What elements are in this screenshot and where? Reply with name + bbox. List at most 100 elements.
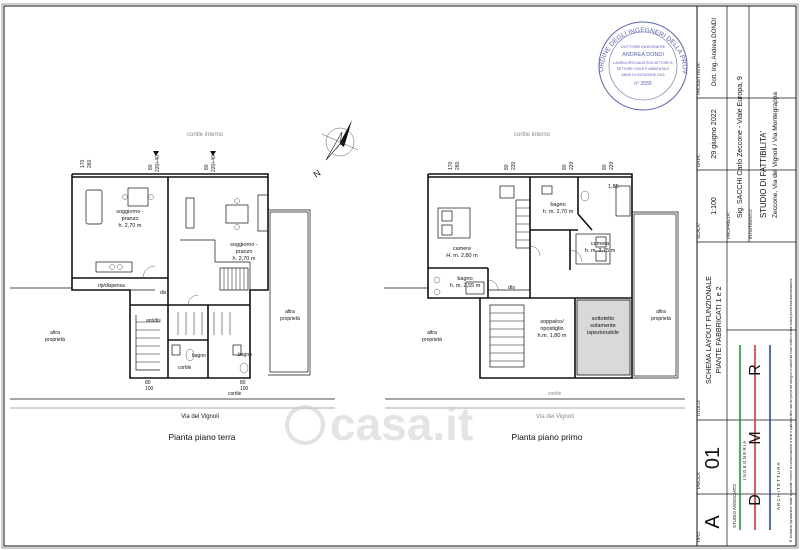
- ff-dim-c: 80: [504, 164, 510, 170]
- ff-cortile-b: cortile: [548, 391, 562, 397]
- logo-side: STUDIO ASSOCIATO: [732, 484, 737, 528]
- sheet-frame: [3, 5, 797, 547]
- gf-bagno2-label: bagno: [238, 352, 252, 358]
- ff-dim-d: 220: [511, 161, 517, 170]
- gf-dim-f: 220+40: [211, 155, 217, 172]
- ff-cortile-interno-label: cortile interno: [514, 132, 551, 138]
- ff-sottotetto-area: [576, 299, 631, 376]
- tb-progettista-value: Dott. Ing. Andrea DONDI: [711, 18, 718, 86]
- logo-top: I N G E G N E R I A: [742, 441, 747, 480]
- gf-living2-height: h. 2,70 m: [233, 256, 256, 262]
- north-arrow-icon: N: [311, 120, 359, 180]
- gf-dim-i: 80: [240, 380, 246, 386]
- gf-cortile-b1: cortile: [178, 365, 192, 371]
- ff-street: Via dei Vignoli: [536, 414, 574, 420]
- tb-tavola-value: 01: [702, 447, 724, 469]
- ff-sottotetto-2: solamente: [590, 323, 615, 329]
- gf-altra-right-2: proprietà: [280, 316, 300, 322]
- tb-intervento-label: INTERVENTO:: [748, 209, 753, 239]
- ff-caption: Pianta piano primo: [512, 432, 583, 442]
- gf-dim-e: 80: [204, 164, 210, 170]
- title-block: TIPO: A TAVOLA: 01 TITOLO: SCHEMA LAYOUT…: [696, 5, 797, 547]
- gf-bagno1-label: bagno: [192, 353, 206, 359]
- ff-camera1-height: H. m. 2,80 m: [446, 253, 478, 259]
- ff-soppalco-3: h.m. 1,80 m: [537, 333, 566, 339]
- tb-data-label: DATA:: [696, 154, 701, 167]
- tb-proprieta-value: Sig. SACCHI Carlo Zeccone - Viale Europa…: [737, 76, 744, 218]
- tb-tavola-label: TAVOLA:: [696, 472, 701, 490]
- gf-dim-g: 80: [145, 380, 151, 386]
- gf-living2-label2: pranzo: [236, 249, 253, 255]
- gf-cortile-interno-label: cortile interno: [187, 132, 224, 138]
- tb-legal: E' vietata la riproduzione totale o parz…: [789, 278, 793, 542]
- ff-altra-left-1: altra: [427, 330, 437, 336]
- stamp-line5: ANNO DI ISCRIZIONE 2016: [622, 73, 665, 77]
- watermark-text: casa.it: [330, 398, 473, 450]
- ff-dim-185: 1,85: [608, 184, 619, 190]
- ff-bagno-top-height: h. m. 2,70 m: [543, 209, 574, 215]
- logo-letter-r: R: [747, 364, 764, 376]
- ff-sottotetto-1: sottotetto: [592, 316, 615, 322]
- stamp-ring-text: ORDINE DEGLI INGEGNERI DELLA PROVINCIA D…: [0, 0, 688, 75]
- gf-altra-left-1: altra: [50, 330, 60, 336]
- tb-proprieta-label: PROPRIETA':: [726, 211, 731, 239]
- logo-letter-m: M: [747, 431, 764, 444]
- ff-sottotetto-3: ispezionabile: [587, 330, 619, 336]
- ff-camera2-height: h. m. 2,75 m: [585, 248, 616, 254]
- tb-data-value: 29 giugno 2022: [709, 109, 718, 159]
- gf-street: Via dei Vignoli: [181, 414, 219, 420]
- tb-scala-value: 1:100: [711, 197, 718, 215]
- gf-dis-label: dis: [160, 290, 167, 296]
- gf-altra-right-1: altra: [285, 309, 295, 315]
- ff-camera1-label: camere: [453, 246, 471, 252]
- engineer-stamp: ORDINE DEGLI INGEGNERI DELLA PROVINCIA D…: [0, 0, 688, 111]
- gf-rip-label: rip/dispensa: [98, 283, 125, 289]
- stamp-line1: DOTTORE INGEGNERE: [621, 44, 666, 49]
- ff-bagno-top-label: bagno: [550, 202, 565, 208]
- ff-bagno-left-label: bagno: [457, 276, 472, 282]
- gf-dim-j: 100: [240, 386, 249, 392]
- tb-intervento-line1: STUDIO DI FATTIBILITA': [759, 131, 768, 218]
- ff-bagno-left-height: h. m. 2,55 m: [450, 283, 481, 289]
- gf-living2-label: soggiorno -: [230, 242, 258, 248]
- gf-antdis-label: ant/dis: [146, 318, 161, 324]
- tb-scala-label: SCALA:: [696, 223, 701, 239]
- ff-altra-right-2: proprietà: [651, 316, 671, 322]
- ff-dim-b: 260: [455, 161, 461, 170]
- casa-watermark: casa.it: [285, 398, 473, 450]
- ff-soppalco-1: soppalco/: [540, 319, 564, 325]
- logo-letter-d: D: [747, 494, 764, 506]
- ff-dim-e: 80: [562, 164, 568, 170]
- gf-dim-c: 80: [148, 164, 154, 170]
- gf-dim-b: 260: [87, 159, 93, 168]
- ff-dim-a: 170: [448, 161, 454, 170]
- stamp-line2: ANDREA DONDI: [622, 52, 664, 58]
- first-floor-plan: cortile interno 170 260 80 220 80 220 80…: [384, 132, 685, 442]
- tb-titolo-line2: PIANTE FABBRICATI 1 e 2: [714, 286, 723, 373]
- ff-soppalco-2: ripostiglio: [540, 326, 563, 332]
- stamp-line6: n° 2555: [634, 81, 652, 87]
- ff-dis-label: dis: [508, 285, 515, 291]
- gf-cortile-b2: cortile: [228, 391, 242, 397]
- ff-dim-h: 220: [609, 161, 615, 170]
- tb-titolo-label: TITOLO:: [696, 400, 701, 417]
- gf-living1-label: soggiorno -: [116, 209, 144, 215]
- ff-dim-g: 80: [602, 164, 608, 170]
- tb-progettista-label: PROGETTISTA:: [696, 62, 701, 95]
- gf-living1-height: h. 2,70 m: [119, 223, 142, 229]
- tb-tipo-label: TIPO:: [696, 531, 701, 543]
- north-letter: N: [311, 168, 322, 180]
- ff-camera2-label: camera: [591, 241, 610, 247]
- tb-tipo-value: A: [702, 515, 724, 529]
- gf-dim-a: 170: [80, 159, 86, 168]
- tb-titolo-line1: SCHEMA LAYOUT FUNZIONALE: [704, 276, 713, 384]
- studio-logo: D M R STUDIO ASSOCIATO I N G E G N E R I…: [732, 345, 781, 530]
- ff-dim-f: 220: [569, 161, 575, 170]
- ff-altra-right-1: altra: [656, 309, 666, 315]
- logo-bottom: A R C H I T E T T U R A: [776, 462, 781, 510]
- gf-caption: Pianta piano terra: [168, 432, 235, 442]
- gf-dim-d: 220+40: [155, 155, 161, 172]
- ground-floor-plan: cortile interno 170 260 80 220+40 80 220…: [10, 132, 335, 442]
- tb-intervento-line2: Zeccone, Via dei Vignoli / Via Montegrap…: [772, 92, 779, 218]
